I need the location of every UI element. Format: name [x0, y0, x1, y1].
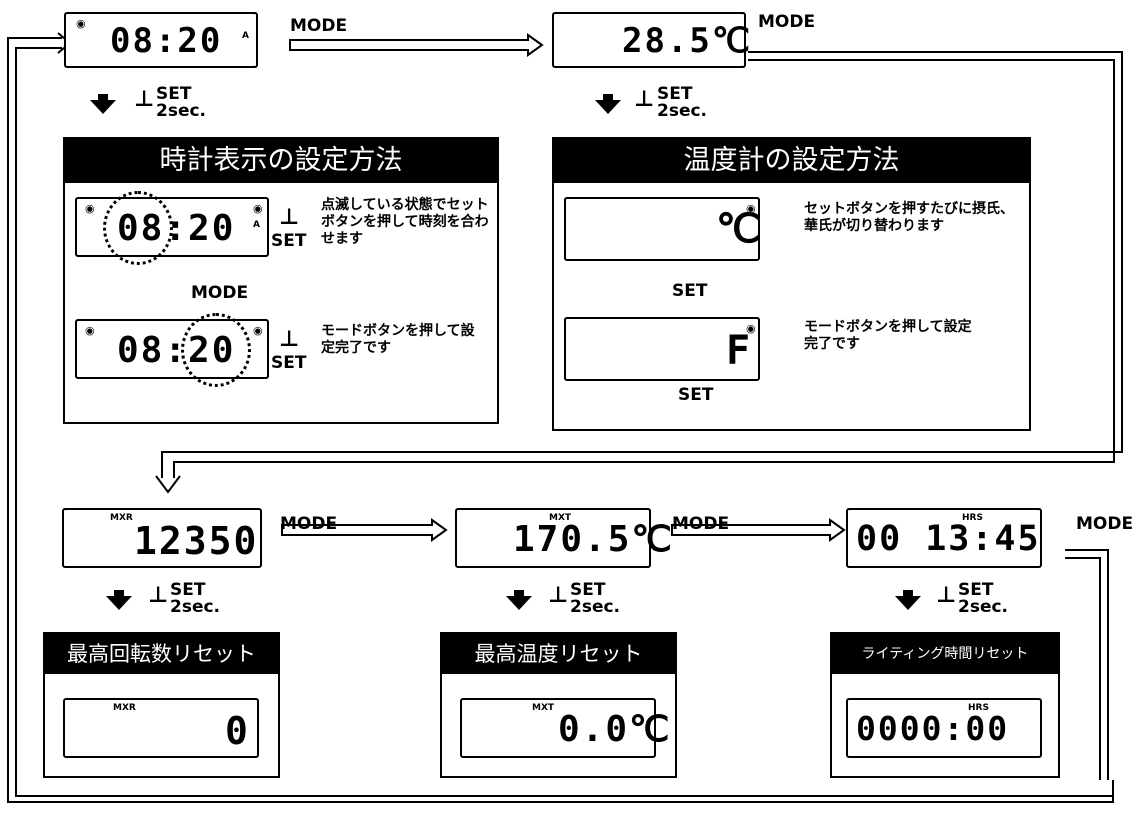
temp-panel-title: 温度計の設定方法 [554, 139, 1029, 183]
blinking-minutes-indicator [181, 313, 251, 387]
temperature-display-value: 28.5℃ [622, 21, 753, 61]
reset-panel-title: ライティング時間リセット [832, 634, 1058, 674]
set-2sec-label: 2sec. [958, 597, 1009, 617]
light-icon: ◉ [746, 322, 756, 335]
set-button-icon: ⊥ [148, 583, 169, 608]
set-button-icon: ⊥ [548, 583, 569, 608]
mode-label-temp: MODE [758, 12, 816, 32]
ride-time-value: 00 13:45 [856, 519, 1041, 559]
blinking-hours-indicator [103, 191, 173, 265]
set-label: SET [170, 580, 206, 600]
set-button-icon: ⊥ [279, 327, 300, 352]
set-label: SET [657, 84, 693, 104]
temperature-setting-panel: 温度計の設定方法 ◉ ℃ セットボタンを押すたびに摂氏、華氏が切り替わります S… [552, 137, 1031, 431]
temp-step1-note: セットボタンを押すたびに摂氏、華氏が切り替わります [804, 201, 1014, 234]
set-2sec-label: 2sec. [657, 101, 708, 121]
mode-label-mxr: MODE [280, 514, 338, 534]
reset-display: MXT 0.0℃ [460, 698, 669, 758]
alarm-icon: ◉ [85, 324, 95, 337]
hrs-indicator: HRS [968, 703, 989, 713]
light-icon: ◉ [253, 202, 263, 215]
set-label: SET [271, 353, 307, 373]
alarm-icon: ◉ [85, 202, 95, 215]
mode-label-clock: MODE [290, 16, 348, 36]
mxt-indicator: MXT [532, 703, 555, 713]
celsius-unit: ℃ [716, 206, 763, 252]
temperature-display: 28.5℃ [552, 12, 750, 68]
light-icon: ◉ [253, 324, 263, 337]
reset-display-value: 0000:00 [856, 709, 1010, 748]
set-label: SET [958, 580, 994, 600]
mxr-indicator: MXR [113, 703, 136, 713]
fahrenheit-unit: F [726, 328, 753, 374]
set-label-temp-panel: SET [672, 281, 708, 301]
reset-panel-ride-time: ライティング時間リセット HRS 0000:00 [830, 632, 1060, 778]
alarm-icon: ◉ [76, 17, 86, 30]
max-rpm-value: 12350 [134, 519, 259, 563]
set-label: SET [156, 84, 192, 104]
set-2sec-label: 2sec. [156, 101, 207, 121]
clock-display-value: 08:20 [110, 21, 223, 61]
mode-label-clock-panel: MODE [191, 283, 249, 303]
mxt-indicator: MXT [549, 513, 572, 523]
set-label: SET [271, 231, 307, 251]
reset-panel-max-temp: 最高温度リセット MXT 0.0℃ [440, 632, 677, 778]
set-button-icon: ⊥ [936, 583, 957, 608]
clock-setting-panel: 時計表示の設定方法 ◉ ◉ A 08:20 ⊥ SET 点滅している状態でセット… [63, 137, 499, 424]
mode-label-mxt: MODE [672, 514, 730, 534]
mxr-indicator: MXR [110, 513, 133, 523]
max-temp-value: 170.5℃ [513, 519, 674, 560]
set-button-icon: ⊥ [134, 87, 155, 112]
clock-step1-note: 点滅している状態でセットボタンを押して時刻を合わせます [321, 197, 489, 247]
set-label: SET [570, 580, 606, 600]
reset-panel-title: 最高回転数リセット [45, 634, 278, 674]
reset-panel-max-rpm: 最高回転数リセット MXR 0 [43, 632, 280, 778]
clock-panel-display-2: ◉ ◉ 08:20 [75, 313, 269, 387]
clock-a-indicator: A [242, 31, 249, 41]
set-button-icon: ⊥ [279, 205, 300, 230]
clock-panel-title: 時計表示の設定方法 [65, 139, 497, 183]
max-rpm-display: MXR 12350 [62, 508, 262, 568]
reset-display-value: 0 [225, 709, 250, 753]
ride-time-display: HRS 00 13:45 [846, 508, 1042, 568]
reset-display-value: 0.0℃ [558, 709, 672, 750]
clock-display: ◉ 08:20 A [64, 12, 258, 68]
reset-panel-title: 最高温度リセット [442, 634, 675, 674]
light-icon: ◉ [746, 202, 756, 215]
set-button-icon: ⊥ [634, 87, 655, 112]
mode-label-hrs: MODE [1076, 514, 1134, 534]
set-label-loop: SET [678, 385, 714, 405]
clock-panel-display-1: ◉ ◉ A 08:20 [75, 191, 269, 265]
set-2sec-label: 2sec. [170, 597, 221, 617]
max-temp-display: MXT 170.5℃ [455, 508, 672, 568]
temp-panel-display-celsius: ◉ ℃ [564, 197, 763, 261]
reset-display: HRS 0000:00 [846, 698, 1042, 758]
hrs-indicator: HRS [962, 513, 983, 523]
clock-a-indicator: A [253, 220, 260, 230]
temp-panel-display-fahrenheit: ◉ F [564, 317, 760, 381]
clock-step2-note: モードボタンを押して設定完了です [321, 323, 475, 356]
temp-step2-note: モードボタンを押して設定完了です [804, 319, 972, 352]
reset-display: MXR 0 [63, 698, 259, 758]
set-2sec-label: 2sec. [570, 597, 621, 617]
